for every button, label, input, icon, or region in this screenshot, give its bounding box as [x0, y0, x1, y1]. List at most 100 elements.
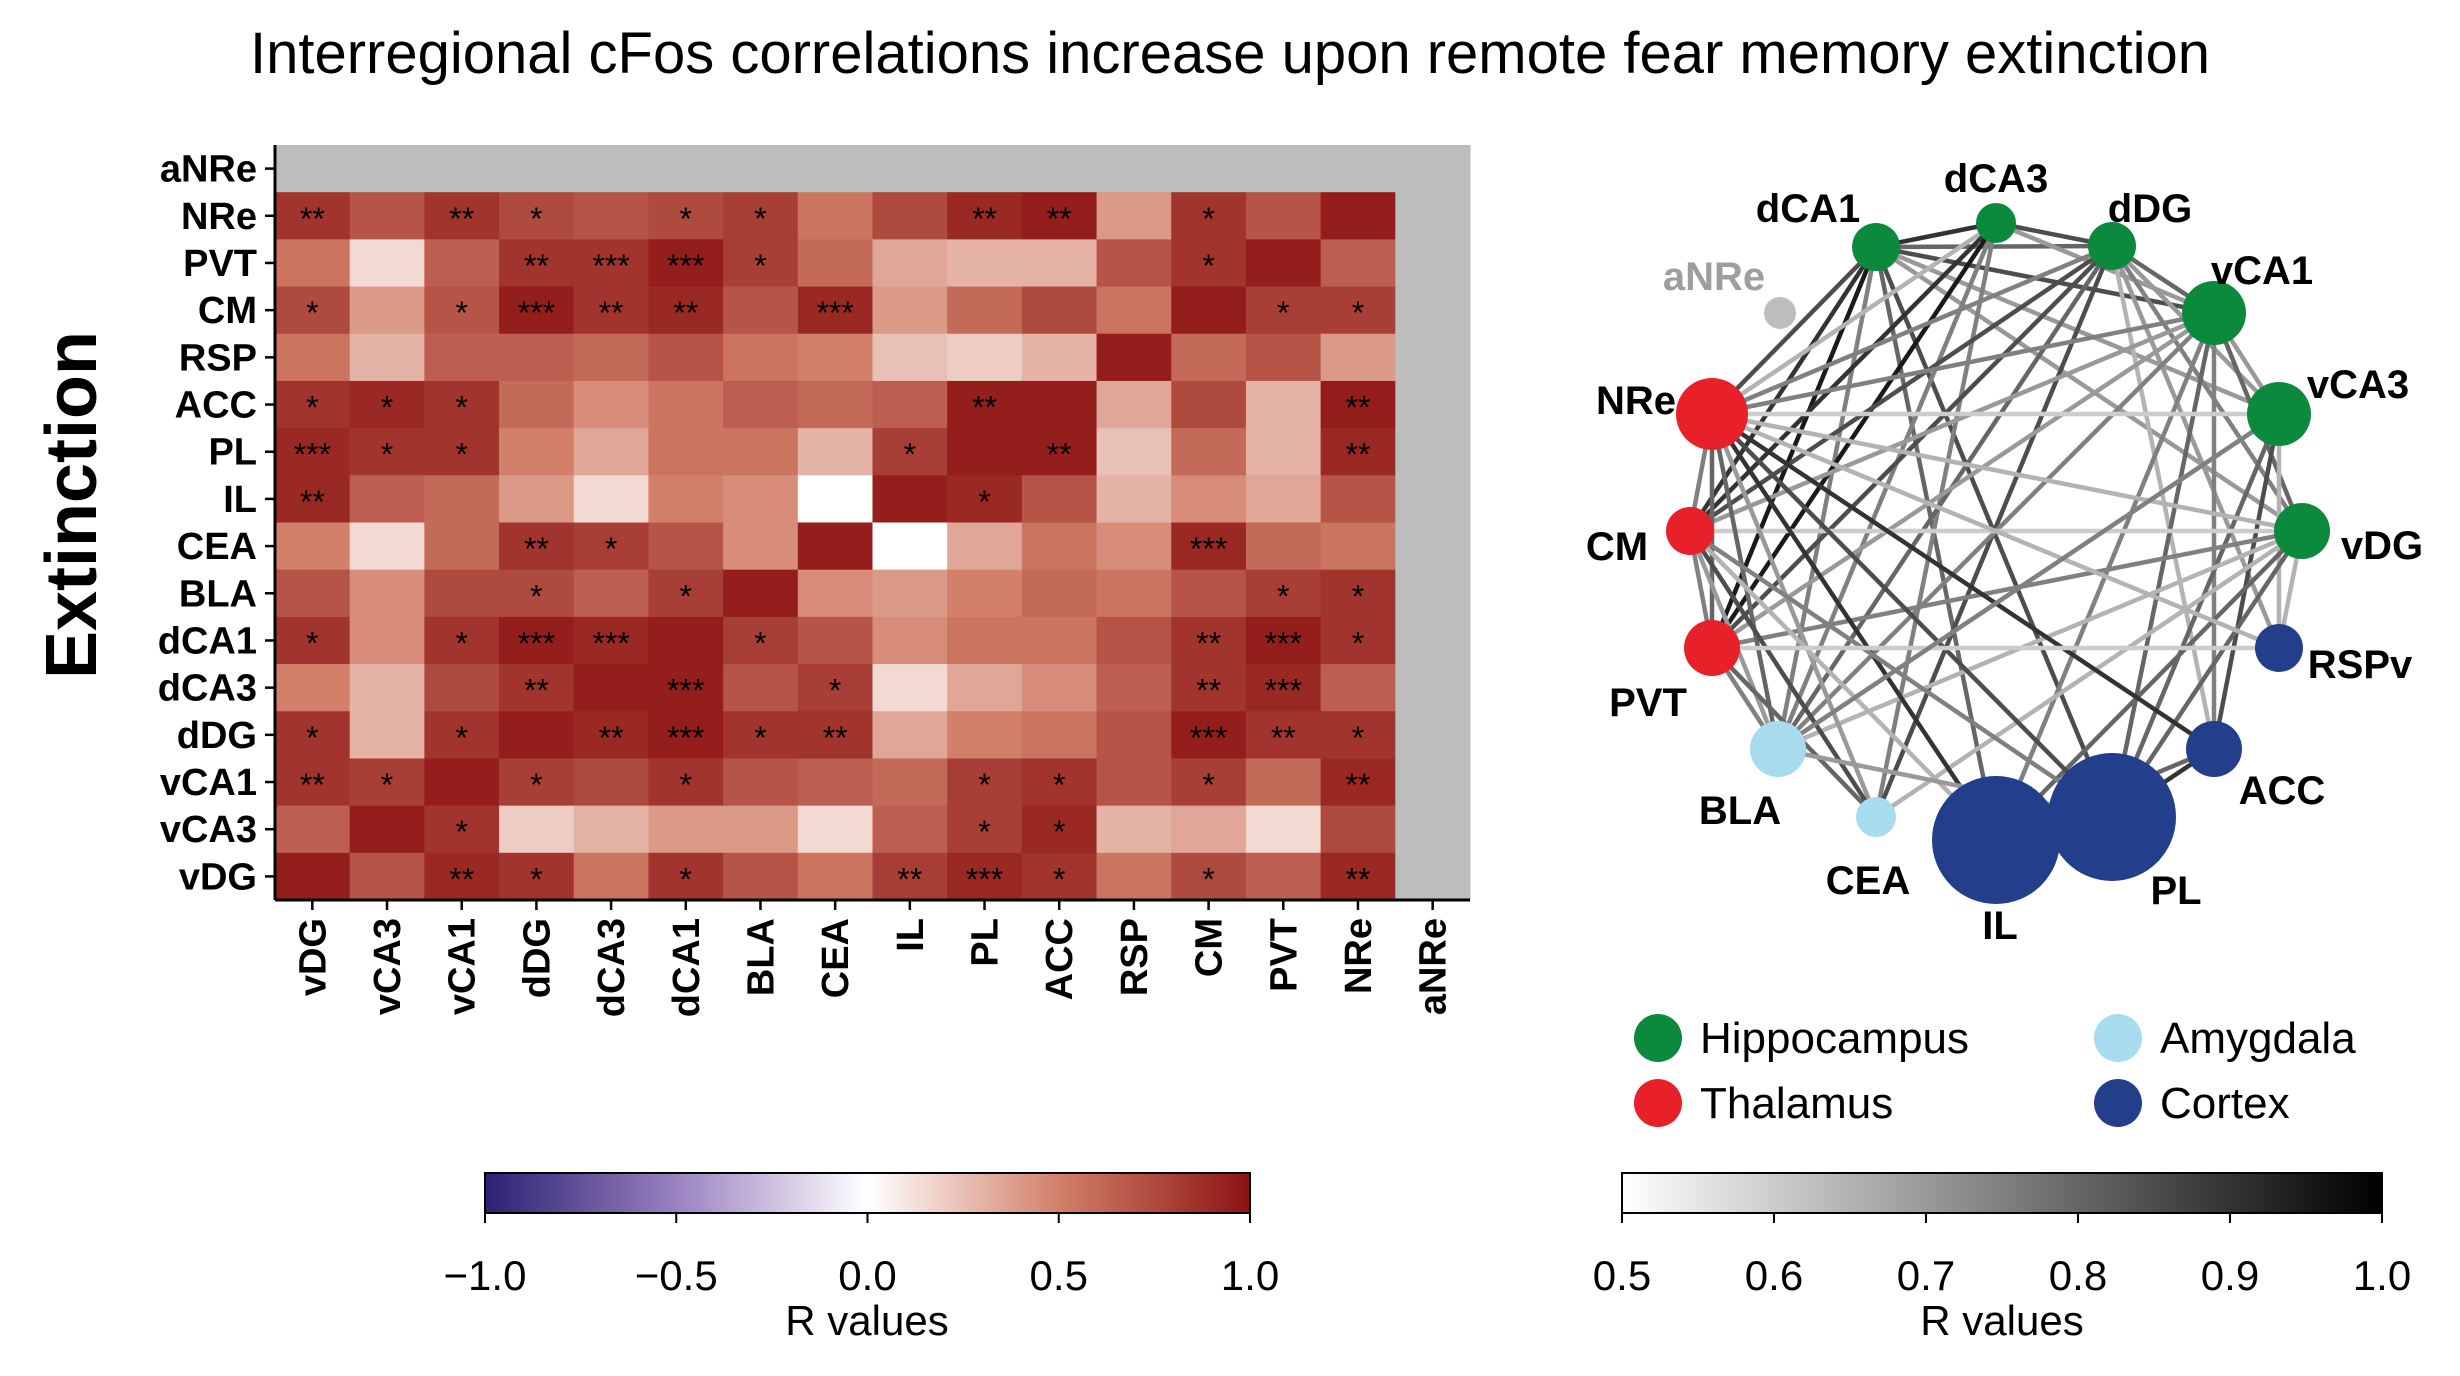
heatmap-row-labels: aNReNRePVTCMRSPACCPLILCEABLAdCA1dCA3dDGv… [158, 149, 275, 898]
node-acc [2186, 721, 2242, 777]
col-label-il: IL [890, 918, 932, 952]
significance-marker: *** [592, 248, 629, 284]
heatmap-cell-nre-bla [723, 192, 799, 240]
heatmap-cell-cea-vca3 [349, 522, 425, 571]
heatmap-cell-acc-il [872, 380, 948, 429]
heatmap-cell-vca3-cm [1171, 805, 1247, 854]
node-dca1 [1852, 223, 1900, 271]
node-ddg [2088, 222, 2136, 270]
heatmap-cell-nre-dca3 [573, 192, 650, 240]
heatmap-cell-ddg-acc [1021, 711, 1098, 760]
heatmap-cell-dca3-cea [797, 664, 874, 712]
row-label-nre: NRe [181, 196, 257, 238]
heatmap-cell-vca3-ddg [499, 805, 575, 854]
heatmap-cell-il-nre [1320, 475, 1396, 524]
significance-marker: * [455, 437, 467, 473]
heatmap-cell-cea-pvt [1245, 522, 1322, 571]
edge-nre-il [1710, 412, 1998, 842]
significance-marker: * [381, 767, 393, 803]
node-label-cm: CM [1586, 525, 1648, 569]
edge-dca1-vca1 [1875, 244, 2215, 316]
heatmap-cell-ddg-nre [1320, 711, 1396, 760]
edge-cm-pl [1688, 529, 2114, 819]
significance-marker: * [680, 578, 692, 614]
heatmap-significance: ****************************************… [294, 201, 1371, 898]
edge-dca3-nre [1710, 221, 1998, 416]
row-label-vca1: vCA1 [160, 762, 257, 804]
heatmap-cell-dca3-il [872, 664, 948, 712]
heatmap-cell-acc-ddg [499, 380, 575, 429]
heatmap-cell-bla-cm [1171, 569, 1247, 618]
legend-amygdala-label: Amygdala [2160, 1014, 2356, 1063]
node-vca3 [2247, 382, 2311, 446]
significance-marker: * [455, 720, 467, 756]
significance-marker: ** [823, 720, 848, 756]
significance-marker: ** [300, 767, 325, 803]
heatmap-cell-vca1-anre [1395, 758, 1471, 807]
heatmap-cell-pl-bla [723, 428, 799, 476]
significance-marker: * [530, 861, 542, 897]
significance-marker: * [381, 437, 393, 473]
heatmap-cell-dca3-vca3 [349, 664, 425, 712]
heatmap-cell-rsp-cm [1171, 333, 1247, 382]
col-label-vca3: vCA3 [367, 918, 409, 1015]
heatmap-cell-ddg-rsp [1096, 711, 1172, 760]
heatmap-cell-cm-acc [1021, 286, 1098, 335]
significance-marker: * [455, 814, 467, 850]
significance-marker: ** [1346, 390, 1371, 426]
significance-marker: ** [1346, 767, 1371, 803]
row-label-vca3: vCA3 [160, 809, 257, 851]
significance-marker: *** [518, 625, 555, 661]
legend-cortex-label: Cortex [2160, 1079, 2290, 1128]
heatmap-cell-pl-vca1 [424, 428, 500, 476]
heatmap-cell-vca3-nre [1320, 805, 1396, 854]
edge-cm-il [1688, 529, 1998, 842]
col-label-acc: ACC [1039, 918, 1081, 1000]
node-label-vca3: vCA3 [2307, 363, 2409, 407]
heatmap-cell-rsp-rsp [1096, 333, 1172, 382]
significance-marker: *** [816, 295, 853, 331]
heatmap-cell-dca1-acc [1021, 616, 1098, 665]
heatmap-cell-pvt-dca1 [648, 239, 724, 288]
edge-vca1-pl [2109, 312, 2217, 818]
heatmap-cell-anre-dca3 [573, 145, 650, 193]
heatmap-cell-vca3-vca3 [349, 805, 425, 854]
significance-marker: *** [1190, 720, 1227, 756]
heatmap-cell-anre-cm [1171, 145, 1247, 193]
heatmap-cell-vdg-nre [1320, 852, 1396, 901]
network-legend: Hippocampus Thalamus Amygdala Cortex [1634, 1014, 2356, 1128]
network-node-labels: aNRedCA1dCA3dDGvCA1vCA3vDGRSPvACCPLILCEA… [1586, 157, 2423, 948]
significance-marker: * [381, 390, 393, 426]
heatmap-cell-bla-nre [1320, 569, 1396, 618]
significance-marker: ** [1196, 625, 1221, 661]
heatmap-cell-il-anre [1395, 475, 1471, 524]
significance-marker: ** [1196, 673, 1221, 709]
heatmap-cell-rsp-dca3 [573, 333, 650, 382]
heatmap-cell-vca3-vdg [275, 805, 351, 854]
heatmap-cell-cea-vdg [275, 522, 351, 571]
significance-marker: ** [449, 861, 474, 897]
row-label-cea: CEA [177, 526, 257, 568]
edge-dca1-bla [1775, 246, 1879, 750]
col-label-cea: CEA [815, 918, 857, 998]
heatmap-cell-bla-acc [1021, 569, 1098, 618]
legend-hippocampus-label: Hippocampus [1700, 1014, 1969, 1063]
edge-vca1-nre [1711, 310, 2215, 417]
heatmap-cell-nre-vca3 [349, 192, 425, 240]
heatmap-cell-cea-pl [947, 522, 1023, 571]
colorbar-tick-label: 0.0 [838, 1252, 896, 1299]
significance-marker: *** [667, 248, 704, 284]
significance-marker: * [978, 814, 990, 850]
col-label-anre: aNRe [1413, 918, 1455, 1015]
heatmap-cell-il-acc [1021, 475, 1098, 524]
heatmap-cell-dca3-pl [947, 664, 1023, 712]
heatmap-cell-rsp-anre [1395, 333, 1471, 382]
heatmap-cell-il-ddg [499, 475, 575, 524]
heatmap-cell-cm-cea [797, 286, 874, 335]
col-label-cm: CM [1189, 918, 1231, 977]
colorbar-tick-label: 1.0 [1221, 1252, 1279, 1299]
heatmap-cell-bla-pl [947, 569, 1023, 618]
